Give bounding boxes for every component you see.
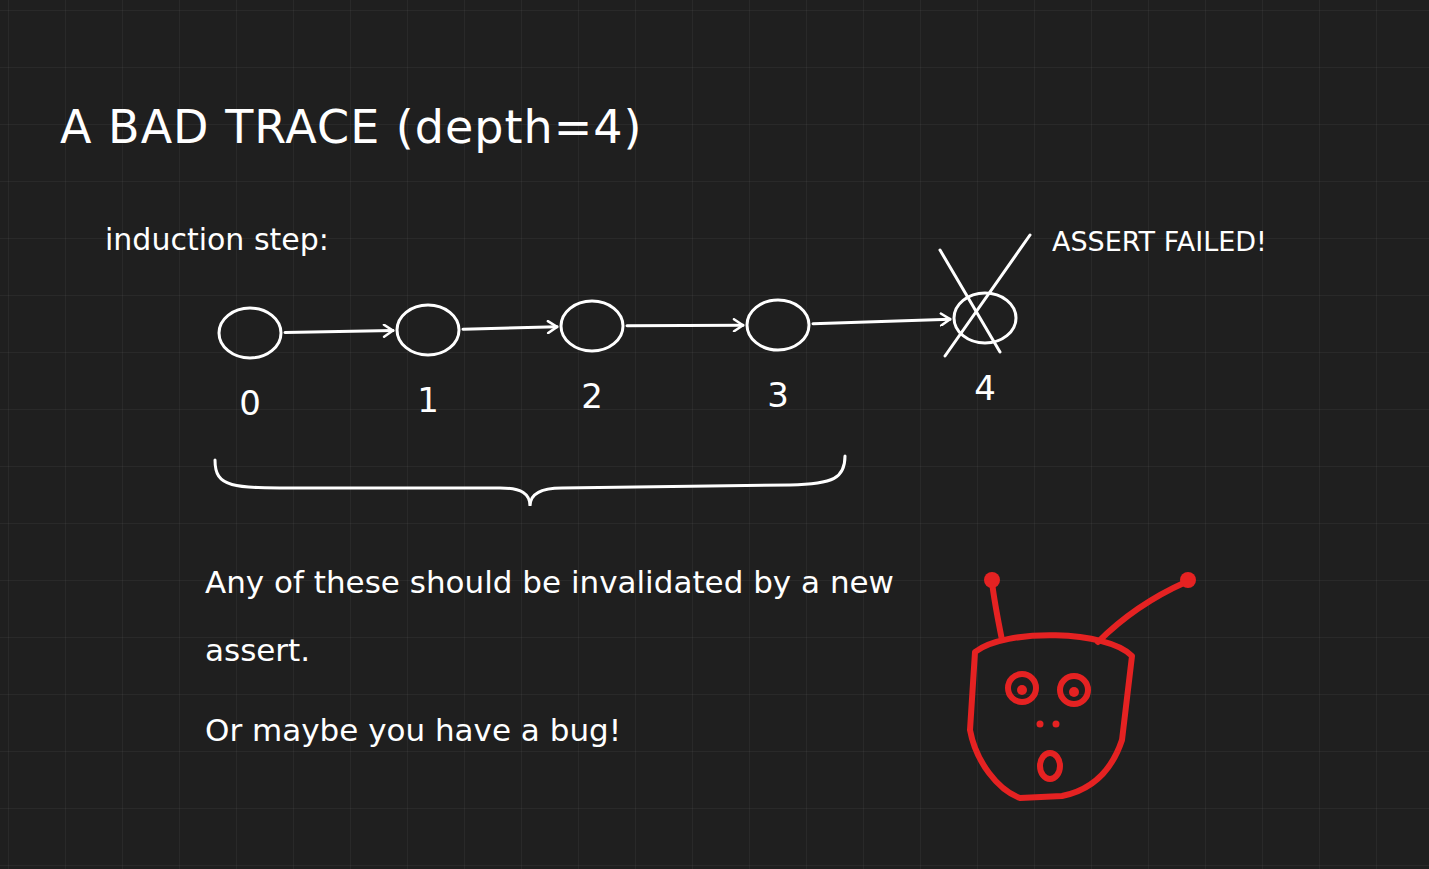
circle-outline bbox=[393, 302, 463, 358]
error-label: ASSERT FAILED! bbox=[1052, 226, 1267, 257]
note-text: Or maybe you have a bug! bbox=[205, 712, 621, 748]
transition-arrow bbox=[285, 331, 393, 333]
bug-pupil bbox=[1069, 687, 1079, 697]
transition-arrow bbox=[627, 324, 743, 328]
bug-eye bbox=[1060, 676, 1088, 704]
state-circle: 1 bbox=[393, 302, 463, 420]
bug-details bbox=[984, 572, 1196, 728]
transition-arrow bbox=[463, 327, 557, 329]
bug-head bbox=[970, 635, 1132, 798]
state-index: 2 bbox=[557, 376, 627, 416]
bug-nose bbox=[1053, 721, 1060, 728]
bug-antenna-tip bbox=[1180, 572, 1196, 588]
state-circle: 2 bbox=[557, 298, 627, 416]
bug-figure bbox=[970, 582, 1186, 798]
bug-pupil bbox=[1017, 685, 1027, 695]
brace bbox=[215, 456, 845, 506]
state-circle: 0 bbox=[215, 305, 285, 423]
bug-antenna bbox=[1098, 582, 1186, 642]
bug-eye bbox=[1008, 674, 1036, 702]
circle-outline bbox=[557, 298, 627, 354]
state-index: 0 bbox=[215, 383, 285, 423]
cross-mark bbox=[945, 235, 1030, 356]
circle-outline bbox=[743, 297, 813, 353]
cross-mark bbox=[940, 250, 1000, 352]
state-circle: 3 bbox=[743, 297, 813, 415]
state-circle: 4 bbox=[950, 290, 1020, 408]
state-index: 3 bbox=[743, 375, 813, 415]
bug-nose bbox=[1037, 721, 1044, 728]
bug-mouth bbox=[1040, 753, 1060, 779]
section-label: induction step: bbox=[105, 222, 329, 257]
circle-outline bbox=[950, 290, 1020, 346]
circle-outline bbox=[215, 305, 285, 361]
state-index: 1 bbox=[393, 380, 463, 420]
title: A BAD TRACE (depth=4) bbox=[60, 100, 642, 154]
bug-antenna-tip bbox=[984, 572, 1000, 588]
bug-antenna bbox=[992, 582, 1002, 640]
state-index: 4 bbox=[950, 368, 1020, 408]
transition-arrow bbox=[813, 319, 950, 324]
note-text: Any of these should be invalidated by a … bbox=[205, 548, 895, 684]
